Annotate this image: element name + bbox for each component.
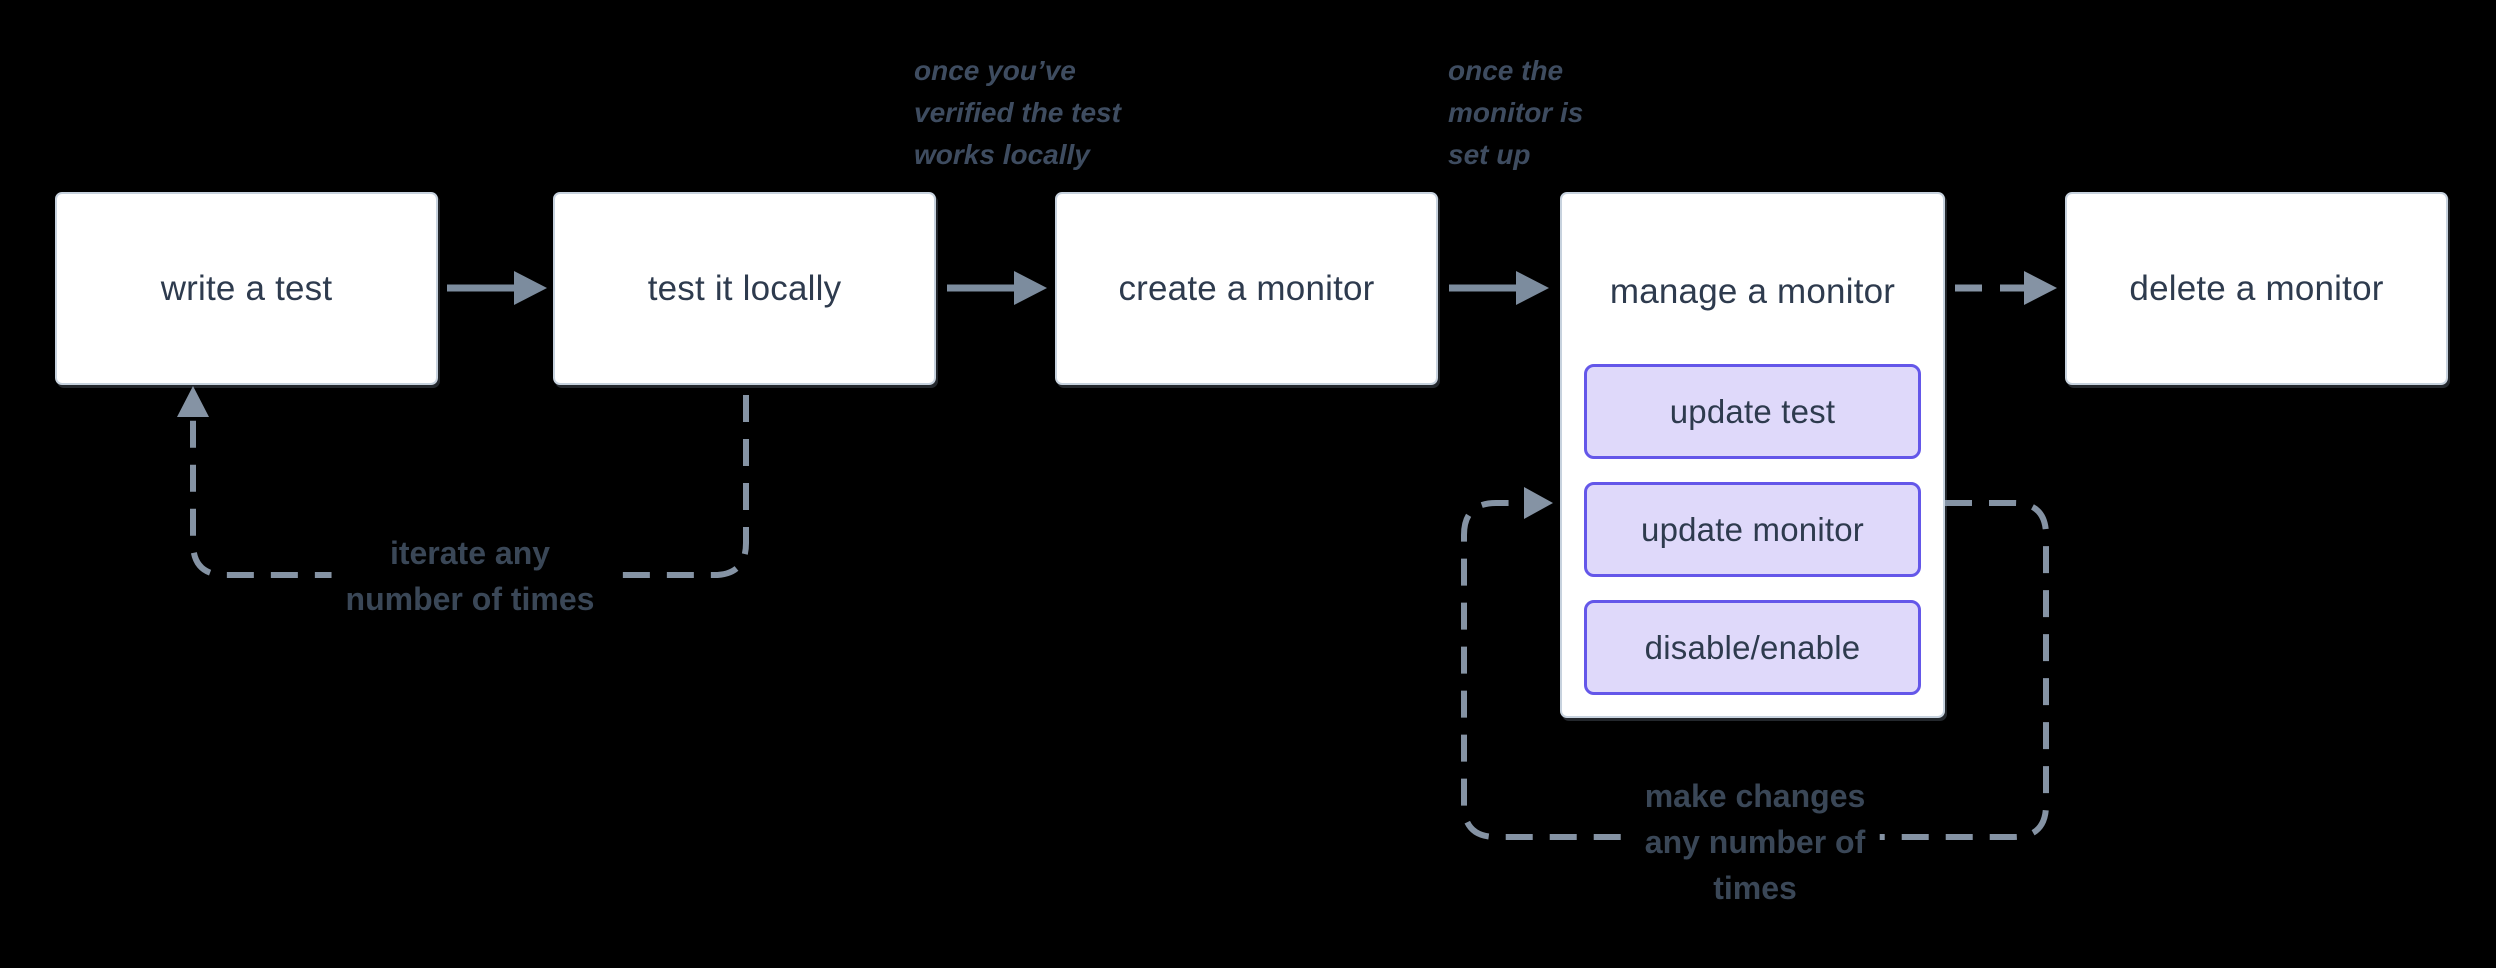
arrowhead-icon — [1516, 271, 1549, 305]
arrowhead-icon — [514, 271, 547, 305]
subbutton-update-test: update test — [1584, 364, 1921, 459]
node-manage-a-monitor: manage a monitor update test update moni… — [1560, 192, 1945, 718]
subbutton-update-monitor: update monitor — [1584, 482, 1921, 577]
arrowhead-icon — [1014, 271, 1047, 305]
annotation-once-set-up: once the monitor is set up — [1448, 50, 1583, 176]
arrow-test-to-create — [947, 271, 1047, 305]
annotation-line: once the — [1448, 55, 1564, 86]
arrowhead-icon — [177, 386, 209, 417]
node-title: manage a monitor — [1609, 272, 1896, 311]
annotation-line: works locally — [914, 139, 1090, 170]
loop-label-line: times — [1713, 870, 1797, 906]
node-delete-a-monitor: delete a monitor — [2065, 192, 2448, 385]
annotation-line: monitor is — [1448, 97, 1584, 128]
arrowhead-icon — [2024, 271, 2057, 305]
loop-label-line: any number of — [1644, 824, 1866, 860]
annotation-line: verified the test — [914, 97, 1121, 128]
arrow-manage-to-delete — [1955, 271, 2057, 305]
node-create-a-monitor: create a monitor — [1055, 192, 1438, 385]
arrow-create-to-manage — [1449, 271, 1549, 305]
annotation-line: set up — [1448, 139, 1531, 170]
annotation-once-verified: once you’ve verified the test works loca… — [914, 50, 1121, 176]
loop-label-make-changes: make changes any number of times — [1630, 765, 1880, 919]
loop-label-line: make changes — [1644, 778, 1866, 814]
arrow-write-to-test — [447, 271, 547, 305]
node-test-it-locally: test it locally — [553, 192, 936, 385]
annotation-line: once you’ve — [914, 55, 1076, 86]
loop-label-iterate: iterate any number of times — [331, 522, 609, 630]
subbutton-disable-enable: disable/enable — [1584, 600, 1921, 695]
arrowhead-icon — [1524, 487, 1553, 519]
loop-label-line: number of times — [345, 581, 595, 617]
loop-label-line: iterate any — [389, 535, 551, 571]
node-write-a-test: write a test — [55, 192, 438, 385]
make-changes-loop — [1461, 487, 2049, 840]
